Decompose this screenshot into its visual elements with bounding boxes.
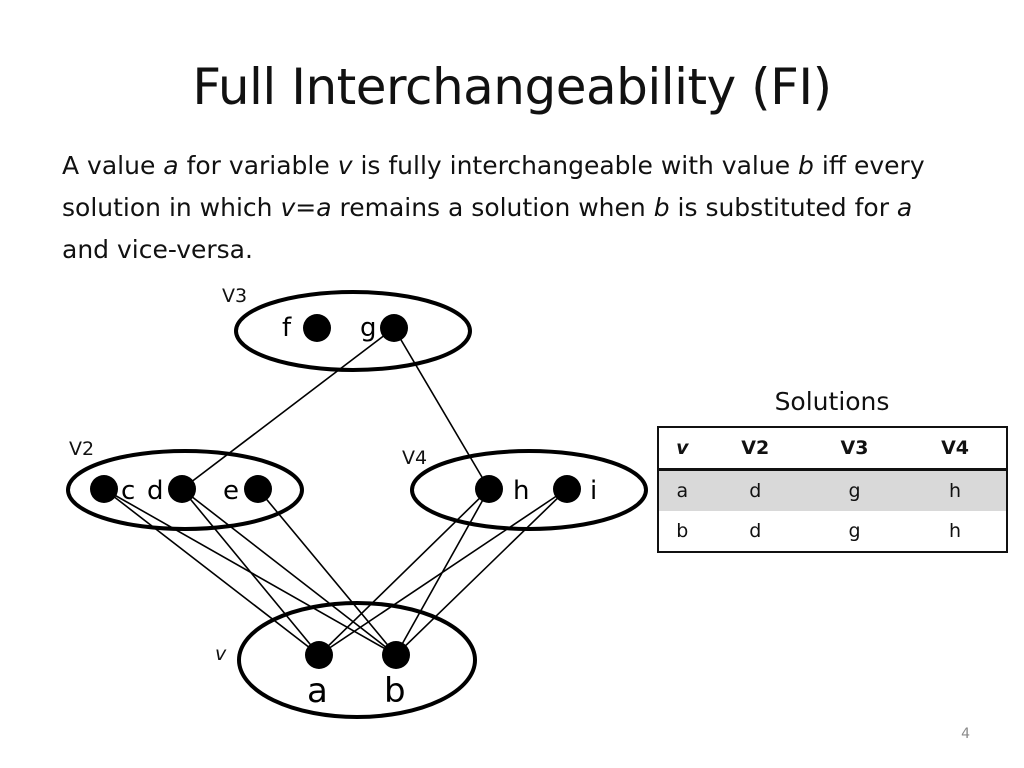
node-d [168, 475, 196, 503]
node-i [553, 475, 581, 503]
variable-label-v4: V4 [402, 447, 427, 469]
table-cell: a [658, 469, 706, 511]
definition-part: is fully interchangeable with value [352, 151, 799, 180]
edge-d-g [181, 327, 395, 490]
table-cell: g [848, 520, 861, 542]
definition-italic-a: a [896, 193, 913, 222]
domain-v-ellipse [237, 601, 477, 719]
value-label-e: e [223, 476, 239, 506]
variable-label-v2: V2 [69, 438, 94, 460]
node-g [380, 314, 408, 342]
edge-b-e [257, 488, 397, 656]
definition-text: A value a for variable v is fully interc… [62, 145, 962, 271]
edge-b-c [103, 488, 397, 656]
value-label-d: d [147, 476, 164, 506]
column-header-v: v [658, 427, 706, 471]
definition-part: is substituted for [669, 193, 897, 222]
column-header-v4: V4 [904, 427, 1007, 471]
definition-part: remains a solution when [331, 193, 654, 222]
table-header-row: v V2 V3 V4 [658, 427, 1007, 471]
table-row: a d g h [658, 469, 1007, 511]
edge-b-h [395, 488, 490, 656]
table-cell: d [749, 520, 762, 542]
value-label-c: c [121, 476, 135, 506]
slide-number: 4 [961, 726, 970, 742]
value-label-g: g [360, 313, 377, 343]
node-c [90, 475, 118, 503]
value-label-f: f [282, 313, 292, 343]
value-label-h: h [513, 476, 529, 506]
domain-v2-ellipse [66, 449, 304, 531]
edge-b-d [181, 488, 397, 656]
node-e [244, 475, 272, 503]
table-cell: h [904, 469, 1007, 511]
solutions-table: v V2 V3 V4 a d g h b d g h [657, 426, 1008, 553]
node-h [475, 475, 503, 503]
definition-part: and vice-versa. [62, 235, 253, 264]
definition-italic-a: a [163, 151, 179, 180]
edges-group [103, 327, 568, 656]
node-a [305, 641, 333, 669]
domain-v4-ellipse [410, 449, 648, 531]
table-cell: d [705, 469, 805, 511]
edge-a-c [103, 488, 320, 656]
variable-label-v: v [215, 643, 227, 665]
value-label-b: b [384, 671, 406, 711]
table-cell: h [949, 520, 962, 542]
variable-label-v3: V3 [222, 285, 247, 307]
value-label-i: i [590, 476, 597, 506]
definition-italic-v-equals-a: v=a [280, 193, 332, 222]
column-header-v2: V2 [705, 427, 805, 471]
edge-b-i [395, 488, 568, 656]
definition-part: for variable [178, 151, 338, 180]
slide-title: Full Interchangeability (FI) [192, 58, 832, 116]
definition-italic-v: v [337, 151, 353, 180]
solutions-caption: Solutions [774, 387, 890, 416]
definition-part: A value [62, 151, 164, 180]
node-b [382, 641, 410, 669]
value-label-a: a [307, 671, 328, 711]
definition-italic-b: b [653, 193, 670, 222]
definition-part: iff every solution in which [62, 151, 925, 222]
column-header-v3: V3 [804, 427, 905, 471]
table-cell: b [676, 520, 689, 542]
table-row: b d g h [658, 511, 1007, 552]
definition-italic-b: b [798, 151, 814, 180]
node-f [303, 314, 331, 342]
edge-g-h [393, 327, 490, 490]
domain-v3-ellipse [234, 290, 472, 372]
table-cell: g [804, 469, 905, 511]
edge-a-h [318, 488, 490, 656]
